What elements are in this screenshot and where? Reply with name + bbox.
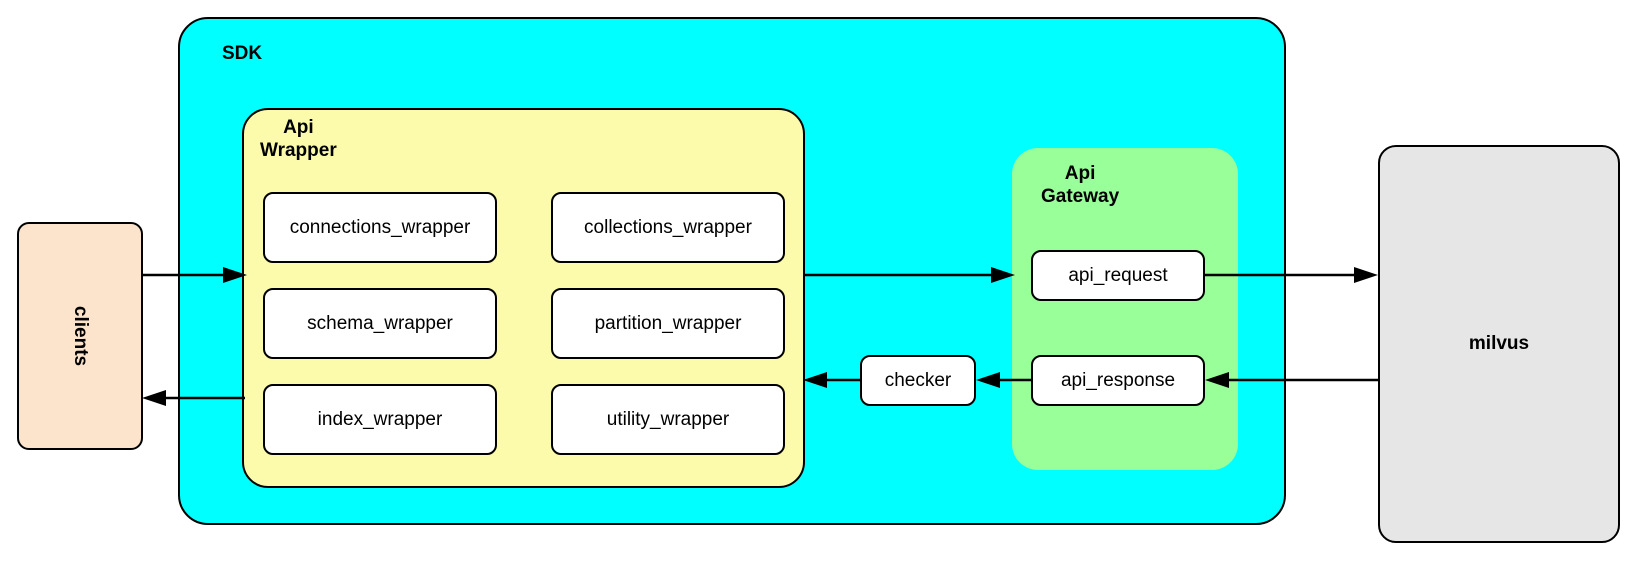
node-label: utility_wrapper [606, 408, 730, 430]
edge-api-response-to-checker [976, 363, 1034, 397]
edge-clients-to-api-wrapper [143, 258, 253, 292]
node-schema-wrapper[interactable]: schema_wrapper [263, 288, 497, 359]
node-label: partition_wrapper [594, 312, 742, 334]
edge-checker-to-api-wrapper [803, 363, 863, 397]
node-partition-wrapper[interactable]: partition_wrapper [551, 288, 785, 359]
node-api-response[interactable]: api_response [1031, 355, 1205, 406]
edge-api-wrapper-to-api-gateway [805, 258, 1020, 292]
node-label: api_request [1068, 264, 1168, 286]
node-checker[interactable]: checker [860, 355, 976, 406]
node-api-request[interactable]: api_request [1031, 250, 1205, 301]
api-gateway-label: Api Gateway [1041, 163, 1120, 207]
api-wrapper-label: Api Wrapper [260, 117, 337, 161]
node-collections-wrapper[interactable]: collections_wrapper [551, 192, 785, 263]
node-index-wrapper[interactable]: index_wrapper [263, 384, 497, 455]
sdk-label: SDK [222, 43, 263, 64]
node-utility-wrapper[interactable]: utility_wrapper [551, 384, 785, 455]
node-label: api_response [1060, 369, 1176, 391]
node-label: schema_wrapper [307, 312, 453, 334]
node-label: checker [884, 369, 952, 391]
node-label: collections_wrapper [584, 216, 752, 238]
edge-milvus-to-api-response [1205, 363, 1385, 397]
api-gateway-container [1012, 148, 1238, 470]
edge-api-request-to-milvus [1205, 258, 1385, 292]
node-label: connections_wrapper [289, 216, 471, 238]
edge-api-wrapper-to-clients [140, 381, 250, 415]
node-milvus[interactable]: milvus [1378, 145, 1620, 543]
node-label: clients [69, 305, 91, 367]
node-label: index_wrapper [317, 408, 443, 430]
node-label: milvus [1468, 333, 1530, 354]
node-connections-wrapper[interactable]: connections_wrapper [263, 192, 497, 263]
node-clients[interactable]: clients [17, 222, 143, 450]
